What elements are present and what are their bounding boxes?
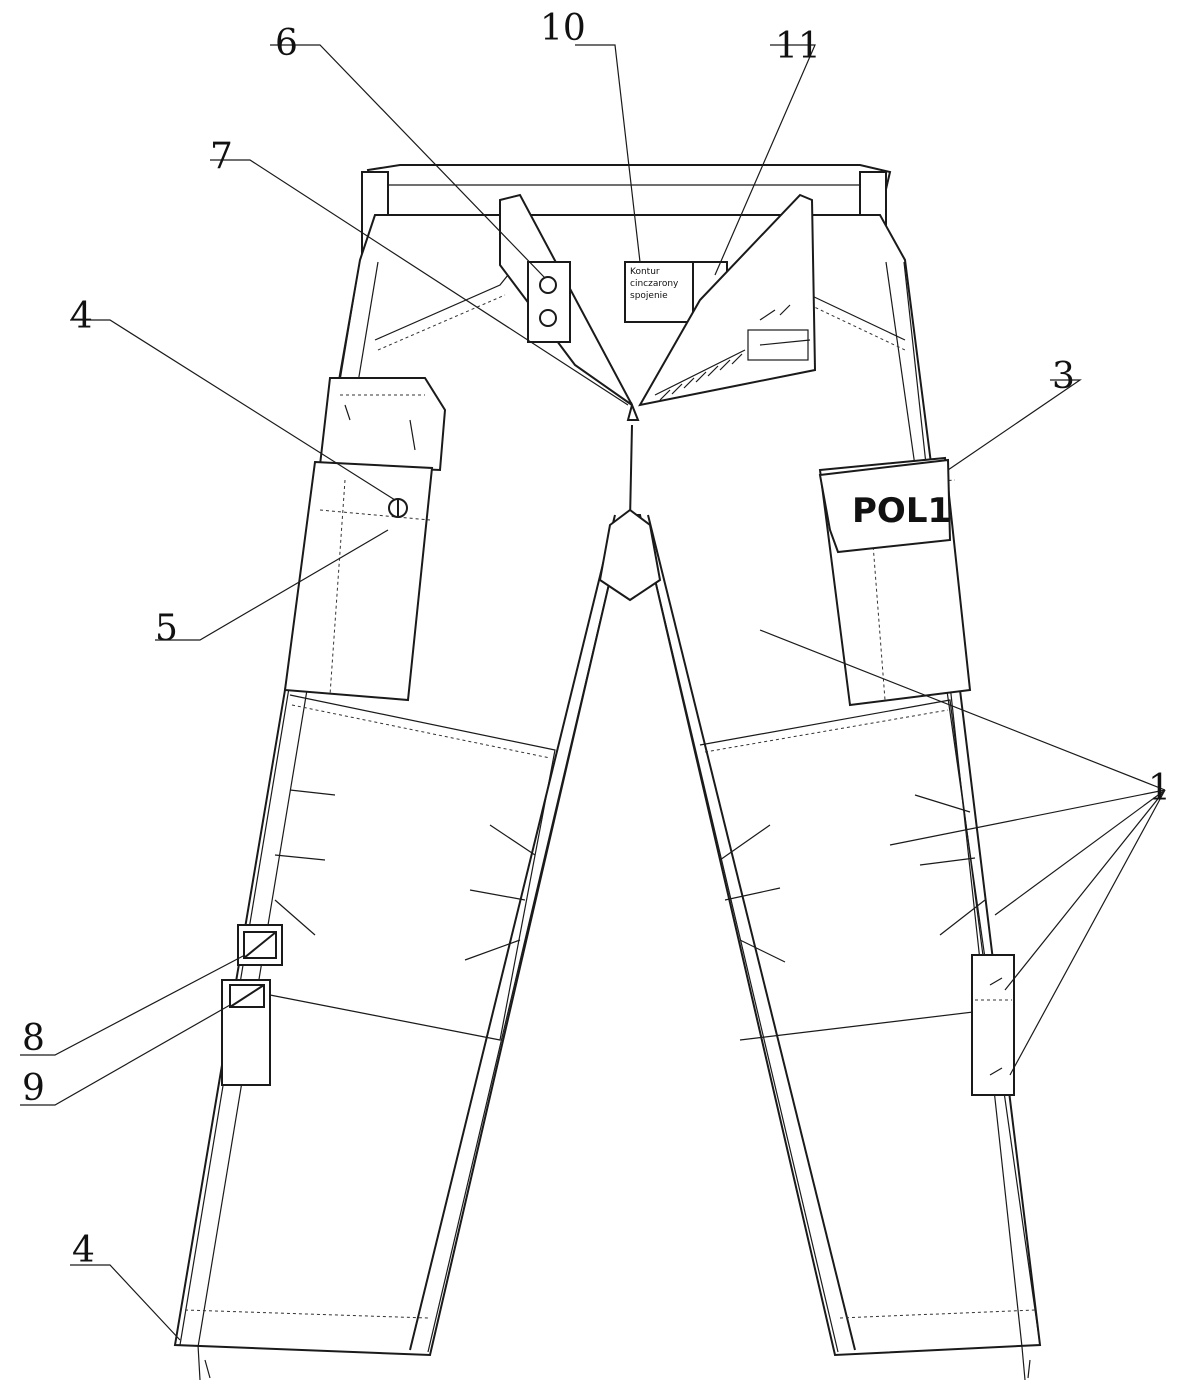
callout-4-bottom: 4: [72, 1230, 95, 1271]
callout-5: 5: [155, 608, 178, 649]
callout-10: 10: [540, 8, 586, 49]
callout-8: 8: [22, 1018, 45, 1059]
trousers-outline: [173, 164, 1042, 1381]
left-cargo-pocket: [283, 377, 447, 702]
leader-lines: [20, 44, 1166, 1341]
callout-9: 9: [22, 1068, 45, 1109]
callout-4-top: 4: [70, 296, 93, 337]
label-tag-line-3: spojenie: [630, 291, 668, 301]
label-tag-line-1: Kontur: [630, 267, 660, 277]
callout-1: 1: [1148, 768, 1171, 809]
label-tag-line-2: cinczarony: [630, 279, 679, 289]
knee-panels: [269, 694, 991, 1041]
leg-straps: [221, 924, 1015, 1096]
callout-7: 7: [210, 136, 233, 177]
right-cargo-pocket: POL1: [818, 456, 972, 707]
callout-6: 6: [275, 23, 298, 64]
front-fly-opening: Kontur cinczarony spojenie: [499, 193, 817, 421]
callout-numbers: 10 11 6 7 4 3 5 1 8 9 4: [22, 8, 1171, 1271]
callout-3: 3: [1052, 356, 1075, 397]
pol-patch-text: POL1: [852, 491, 951, 531]
callout-11: 11: [775, 26, 821, 67]
